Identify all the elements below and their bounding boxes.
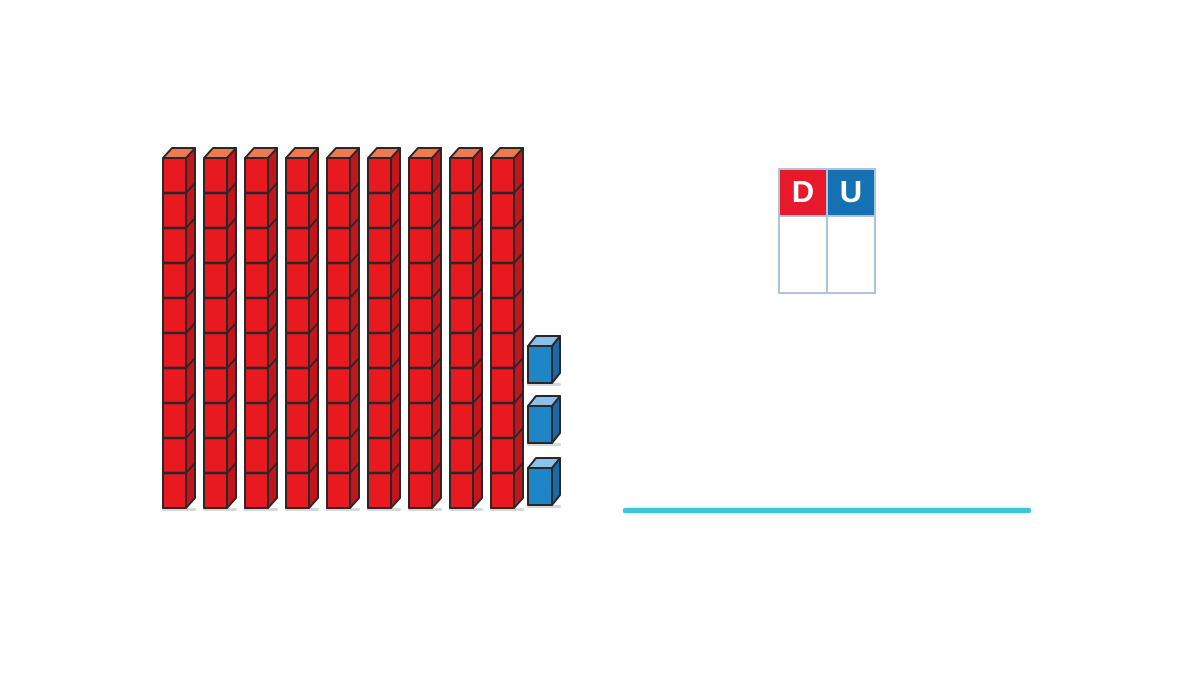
answer-line[interactable] bbox=[623, 508, 1031, 513]
place-value-answer-row bbox=[779, 216, 875, 293]
tens-column-header: D bbox=[779, 169, 827, 216]
ones-cube[interactable] bbox=[527, 395, 561, 446]
place-value-table: D U bbox=[778, 168, 876, 294]
tens-rod[interactable] bbox=[162, 147, 196, 511]
tens-rod[interactable] bbox=[326, 147, 360, 511]
tens-rod[interactable] bbox=[285, 147, 319, 511]
ones-column-header: U bbox=[827, 169, 875, 216]
place-value-header-row: D U bbox=[779, 169, 875, 216]
ones-cube[interactable] bbox=[527, 457, 561, 508]
tens-rod[interactable] bbox=[449, 147, 483, 511]
tens-rod[interactable] bbox=[408, 147, 442, 511]
ones-cube[interactable] bbox=[527, 335, 561, 386]
tens-rod[interactable] bbox=[367, 147, 401, 511]
ones-answer-cell[interactable] bbox=[827, 216, 875, 293]
tens-answer-cell[interactable] bbox=[779, 216, 827, 293]
tens-rod[interactable] bbox=[490, 147, 524, 511]
tens-rod[interactable] bbox=[244, 147, 278, 511]
tens-rod[interactable] bbox=[203, 147, 237, 511]
